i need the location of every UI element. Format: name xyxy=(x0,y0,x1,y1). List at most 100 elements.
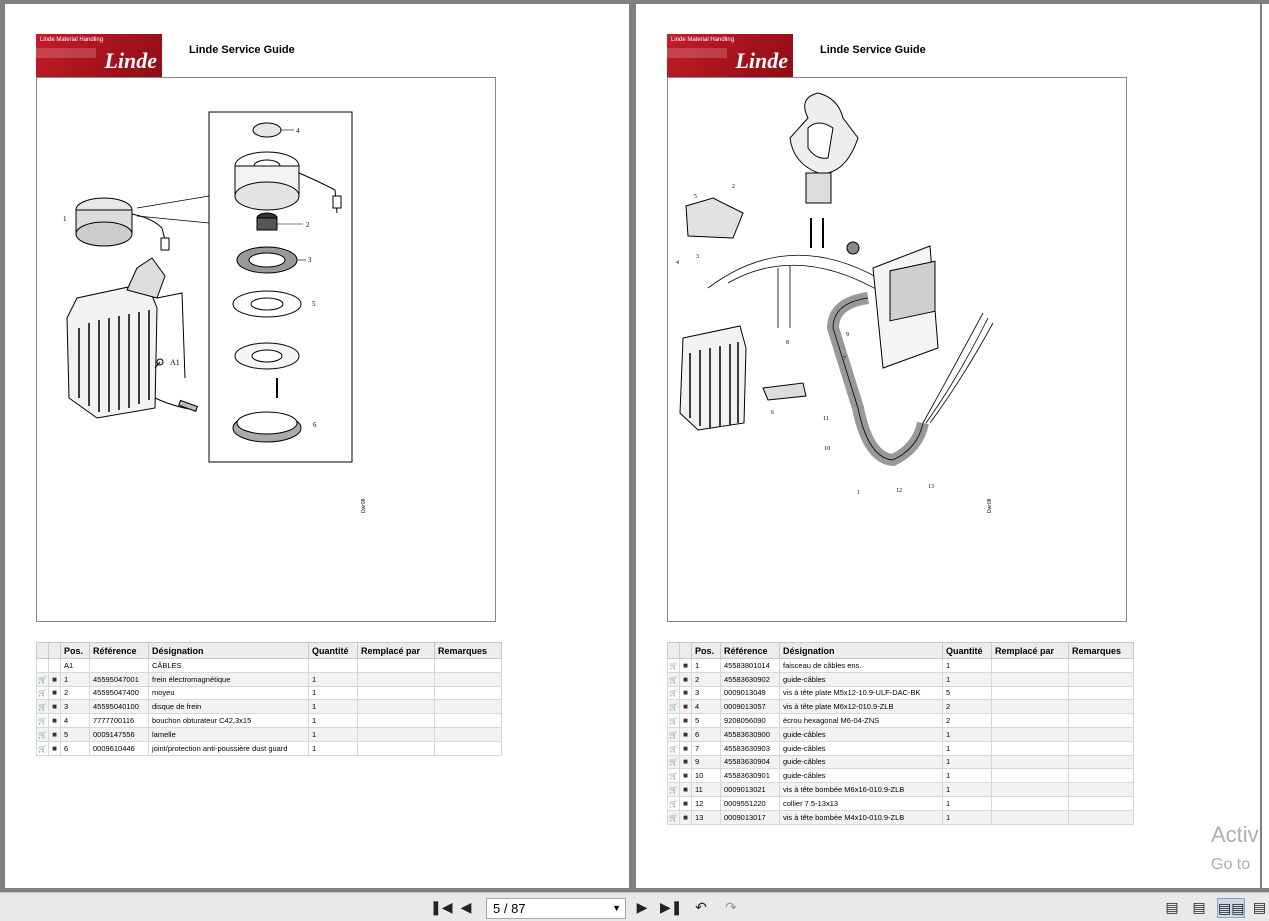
col-header-designation[interactable]: Désignation xyxy=(779,642,943,659)
document-icon[interactable]: ■ xyxy=(683,729,688,739)
document-icon[interactable]: ■ xyxy=(683,757,688,767)
continuous-view-icon[interactable]: ▤ xyxy=(1192,899,1206,915)
linde-logo: Linde Material Handling Linde xyxy=(667,34,793,77)
cell-des: vis à tête bombée M4x10-010.9-ZLB xyxy=(779,809,943,825)
cell-qty: 2 xyxy=(942,699,992,715)
cart-icon[interactable]: 🛒 xyxy=(669,745,678,753)
cart-icon[interactable]: 🛒 xyxy=(669,690,678,698)
document-icon[interactable]: ■ xyxy=(52,716,57,726)
document-icon[interactable]: ■ xyxy=(683,702,688,712)
page-forward-icon[interactable]: ↷ xyxy=(725,899,737,915)
cell-remarks xyxy=(434,658,502,673)
col-header-replaced-by[interactable]: Remplacé par xyxy=(357,642,435,659)
document-icon[interactable]: ■ xyxy=(52,688,57,698)
document-icon[interactable]: ■ xyxy=(52,674,57,684)
cell-remarks xyxy=(434,685,502,701)
document-icon[interactable]: ■ xyxy=(683,743,688,753)
cart-icon[interactable]: 🛒 xyxy=(669,800,678,808)
next-page-icon[interactable]: ▶ xyxy=(636,899,648,915)
cart-icon[interactable]: 🛒 xyxy=(669,704,678,712)
cell-pos: 11 xyxy=(691,782,721,797)
cart-icon[interactable]: 🛒 xyxy=(38,731,47,739)
document-icon[interactable]: ■ xyxy=(52,743,57,753)
two-page-view-icon[interactable]: ▤▤ xyxy=(1217,898,1245,918)
col-header-quantity[interactable]: Quantité xyxy=(308,642,358,659)
single-page-view-icon[interactable]: ▤ xyxy=(1165,899,1179,915)
cart-icon[interactable]: 🛒 xyxy=(669,731,678,739)
label-pos-12: 12 xyxy=(896,488,902,494)
col-header-pos[interactable]: Pos. xyxy=(691,642,721,659)
col-header-pos[interactable]: Pos. xyxy=(60,642,90,659)
vertical-scrollbar[interactable] xyxy=(1262,4,1269,888)
cart-icon[interactable]: 🛒 xyxy=(38,676,47,684)
cart-icon[interactable]: 🛒 xyxy=(669,759,678,767)
document-icon[interactable]: ■ xyxy=(683,785,688,795)
document-icon[interactable]: ■ xyxy=(52,702,57,712)
cell-qty: 1 xyxy=(942,782,992,797)
cell-pos: 1 xyxy=(60,671,90,687)
cart-icon[interactable]: 🛒 xyxy=(38,704,47,712)
document-icon[interactable]: ■ xyxy=(683,771,688,781)
cart-icon[interactable]: 🛒 xyxy=(669,662,678,670)
cell-remarks xyxy=(434,713,502,728)
last-page-icon[interactable]: ▶❚ xyxy=(660,899,683,915)
cart-icon[interactable]: 🛒 xyxy=(38,690,47,698)
two-page-continuous-view-icon[interactable]: ▤ xyxy=(1252,899,1267,915)
col-header-remarks[interactable]: Remarques xyxy=(434,642,502,659)
document-icon[interactable]: ■ xyxy=(683,716,688,726)
cell-pos: 2 xyxy=(60,685,90,701)
cart-icon[interactable]: 🛒 xyxy=(669,773,678,781)
document-icon[interactable]: ■ xyxy=(683,812,688,822)
document-icon[interactable]: ■ xyxy=(52,729,57,739)
col-header-remarks[interactable]: Remarques xyxy=(1068,642,1134,659)
document-icon[interactable]: ■ xyxy=(683,674,688,684)
cell-des: vis à tête plate M5x12-10.9-ULF-DAC-BK xyxy=(779,685,943,701)
cell-replaced-by xyxy=(991,795,1069,811)
cart-icon[interactable]: 🛒 xyxy=(669,787,678,795)
cart-icon[interactable]: 🛒 xyxy=(38,718,47,726)
document-icon[interactable]: ■ xyxy=(683,688,688,698)
parts-table-right: Pos. Référence Désignation Quantité Remp… xyxy=(667,642,1134,825)
page-back-icon[interactable]: ↶ xyxy=(695,899,707,915)
cart-icon[interactable]: 🛒 xyxy=(669,718,678,726)
col-header-designation[interactable]: Désignation xyxy=(148,642,309,659)
cell-replaced-by xyxy=(991,658,1069,673)
col-header-reference[interactable]: Référence xyxy=(89,642,149,659)
label-pos-9: 9 xyxy=(846,332,849,338)
linde-logo: Linde Material Handling Linde xyxy=(36,34,162,77)
first-page-icon[interactable]: ❚◀ xyxy=(430,899,453,915)
cell-remarks xyxy=(434,740,502,756)
cart-icon[interactable]: 🛒 xyxy=(669,814,678,822)
cell-qty: 1 xyxy=(942,768,992,784)
previous-page-icon[interactable]: ◀ xyxy=(460,899,472,915)
page-number-select[interactable]: 5 / 87 ▼ xyxy=(486,898,626,919)
col-header-quantity[interactable]: Quantité xyxy=(942,642,992,659)
col-header-replaced-by[interactable]: Remplacé par xyxy=(991,642,1069,659)
cart-icon[interactable]: 🛒 xyxy=(669,676,678,684)
document-viewport[interactable]: Linde Material Handling Linde Linde Serv… xyxy=(0,0,1269,892)
col-header-reference[interactable]: Référence xyxy=(720,642,780,659)
document-icon[interactable]: ■ xyxy=(683,798,688,808)
total-pages: 87 xyxy=(511,901,526,916)
cart-icon[interactable]: 🛒 xyxy=(38,745,47,753)
document-icon[interactable]: ■ xyxy=(683,660,688,670)
